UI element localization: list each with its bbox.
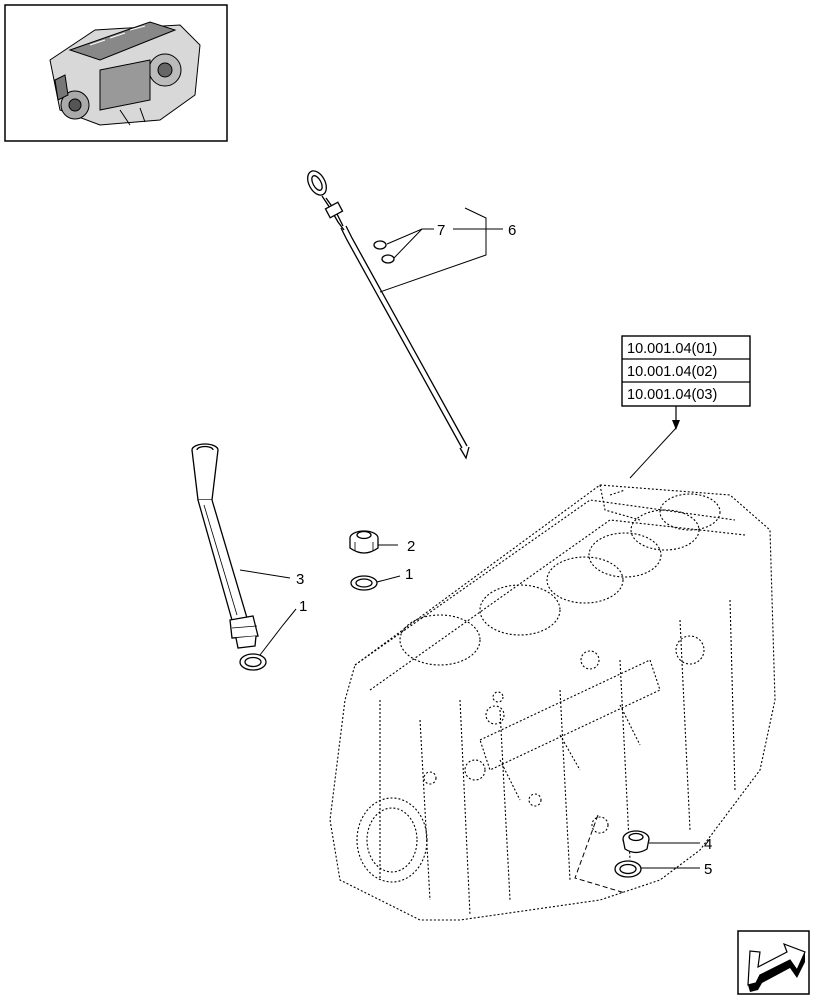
engine-block <box>329 484 776 921</box>
leader-lines-left <box>239 569 297 656</box>
dipstick-tube <box>191 443 267 671</box>
callout-1-mid[interactable]: 1 <box>405 566 413 583</box>
leader-lines-top <box>379 207 503 293</box>
reference-02[interactable]: 10.001.04(02) <box>627 364 717 380</box>
callout-1-left[interactable]: 1 <box>299 598 307 615</box>
leader-lines-mid <box>376 544 401 583</box>
leader-lines-right <box>574 814 700 894</box>
plug <box>349 530 379 554</box>
callout-2[interactable]: 2 <box>407 538 415 555</box>
callout-7[interactable]: 7 <box>437 222 445 239</box>
drain-plug <box>622 830 650 854</box>
engine-thumbnail[interactable] <box>4 4 228 142</box>
seal-ring <box>350 575 378 591</box>
callout-4[interactable]: 4 <box>704 836 712 853</box>
callout-3[interactable]: 3 <box>296 571 304 588</box>
dipstick <box>307 170 470 460</box>
reference-03[interactable]: 10.001.04(03) <box>627 387 717 403</box>
next-page-arrow-icon[interactable] <box>737 930 810 995</box>
reference-box <box>621 335 751 479</box>
callout-6[interactable]: 6 <box>508 222 516 239</box>
drain-seal <box>614 860 642 878</box>
reference-01[interactable]: 10.001.04(01) <box>627 341 717 357</box>
callout-5[interactable]: 5 <box>704 861 712 878</box>
